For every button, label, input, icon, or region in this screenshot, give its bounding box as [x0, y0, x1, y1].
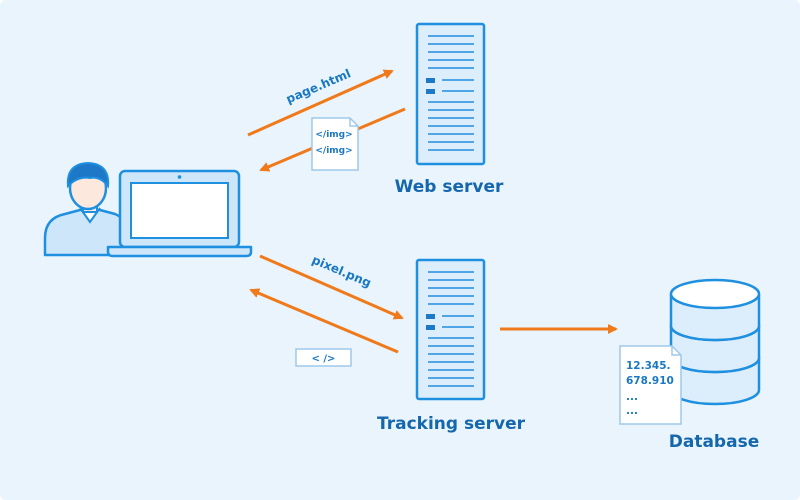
page-request-arrow	[247, 69, 394, 137]
tracking-server-icon	[415, 258, 486, 401]
pixel-request-arrow	[259, 254, 404, 320]
code-snippet-text: < />	[312, 354, 336, 365]
database-label: Database	[669, 432, 759, 452]
page-request-label: page.html	[284, 66, 353, 106]
db-line-2: 678.910	[626, 375, 674, 387]
db-line-3: ...	[626, 391, 638, 403]
pixel-response-arrow	[249, 288, 399, 354]
user-icon	[43, 161, 127, 257]
database-icon	[669, 278, 761, 406]
db-line-4: ...	[626, 405, 638, 417]
html-document-icon: </img> </img>	[311, 117, 359, 171]
img-tag-line-2: </img>	[315, 146, 352, 156]
db-line-1: 12.345.	[626, 360, 671, 372]
pixel-request-label: pixel.png	[310, 253, 373, 290]
code-snippet-icon: < />	[295, 348, 352, 367]
laptop-icon	[106, 169, 253, 258]
img-tag-line-1: </img>	[315, 130, 352, 140]
web-server-icon	[415, 22, 486, 166]
web-server-label: Web server	[395, 177, 504, 197]
database-record-document: 12.345. 678.910 ... ...	[619, 345, 682, 425]
tracking-server-label: Tracking server	[377, 414, 526, 434]
